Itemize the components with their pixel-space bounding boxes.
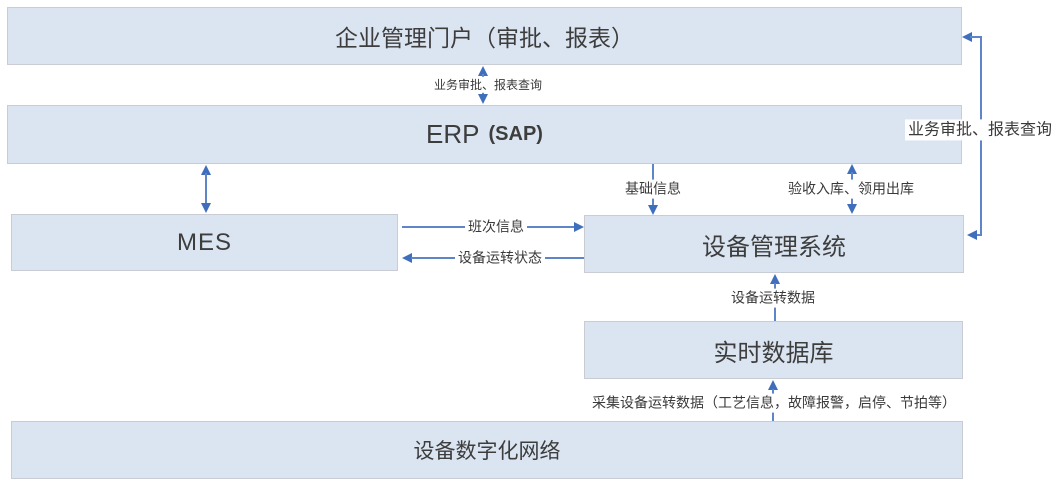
edge-label-collect-data: 采集设备运转数据（工艺信息，故障报警，启停、节拍等） <box>589 393 959 413</box>
box-enterprise-portal: 企业管理门户（审批、报表） <box>7 7 962 65</box>
edge-label-in-out-store: 验收入库、领用出库 <box>785 179 917 199</box>
arrow-down-icon <box>478 94 488 104</box>
arrow-right-icon <box>574 222 584 232</box>
box-mes: MES <box>11 214 398 271</box>
arrow-left-icon <box>402 253 412 263</box>
arrow-up-icon <box>478 66 488 76</box>
box-equipment-digital-network: 设备数字化网络 <box>11 421 963 479</box>
arrow-up-icon <box>201 165 211 175</box>
arrow-up-icon <box>770 274 780 284</box>
arrow-down-icon <box>648 205 658 215</box>
arrow-left-icon <box>962 32 972 42</box>
arrow-up-icon <box>847 164 857 174</box>
box-erp: ERP (SAP) <box>7 105 962 164</box>
erp-label: ERP <box>426 119 480 149</box>
edge-label-run-status: 设备运转状态 <box>455 248 545 268</box>
mes-label: MES <box>176 228 232 256</box>
arrow-up-icon <box>768 380 778 390</box>
edge-label-portal-erp: 业务审批、报表查询 <box>430 76 546 94</box>
equipment-management-system-label: 设备管理系统 <box>702 233 846 261</box>
edge-label-base-info: 基础信息 <box>622 179 684 199</box>
edge-label-shift-info: 班次信息 <box>465 217 527 237</box>
arrow-down-icon <box>847 204 857 214</box>
edge-label-run-data: 设备运转数据 <box>728 288 818 308</box>
realtime-database-label: 实时数据库 <box>713 339 834 367</box>
edge-label-right-query: 业务审批、报表查询 <box>904 119 1055 141</box>
enterprise-portal-label: 企业管理门户（审批、报表） <box>335 25 634 51</box>
arrow-left-icon <box>967 230 977 240</box>
equipment-digital-network-label: 设备数字化网络 <box>413 440 561 463</box>
arrow-down-icon <box>201 203 211 213</box>
box-realtime-database: 实时数据库 <box>584 321 963 379</box>
erp-sublabel: (SAP) <box>488 123 543 145</box>
box-equipment-management-system: 设备管理系统 <box>584 215 964 273</box>
